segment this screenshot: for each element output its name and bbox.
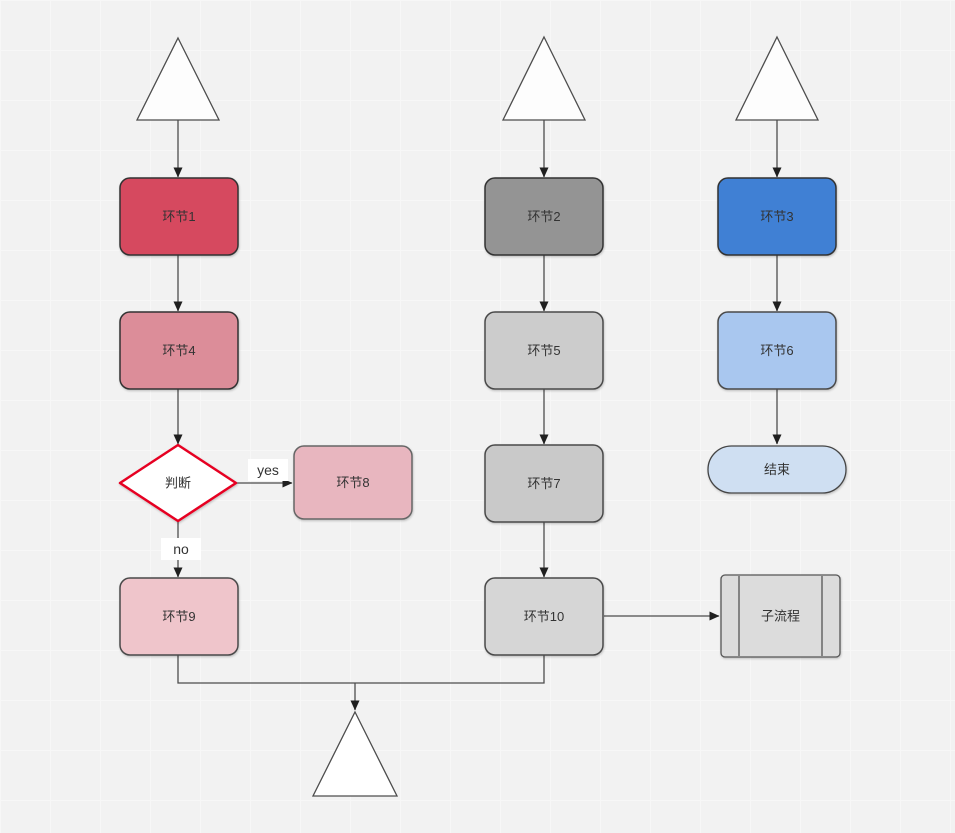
- edge-label-e-decision-step8: yes: [257, 462, 279, 478]
- node-start-3[interactable]: [734, 35, 820, 121]
- edge-label-bg: [248, 459, 288, 481]
- node-label-step-8: 环节8: [336, 475, 369, 490]
- node-label-step-5: 环节5: [527, 343, 560, 358]
- node-step-5[interactable]: 环节5: [484, 311, 604, 390]
- edge-e-decision-step8: yes: [236, 459, 293, 488]
- edge-e-join-bottom: [177, 655, 545, 684]
- node-label-step-7: 环节7: [527, 476, 560, 491]
- node-subprocess[interactable]: 子流程: [720, 574, 841, 658]
- node-step-4[interactable]: 环节4: [119, 311, 239, 390]
- node-end-triangle[interactable]: [311, 710, 399, 797]
- node-step-8[interactable]: 环节8: [293, 445, 413, 520]
- edge-label-bg: [161, 538, 201, 560]
- node-step-7[interactable]: 环节7: [484, 444, 604, 523]
- node-label-step-6: 环节6: [760, 343, 793, 358]
- node-end-stadium[interactable]: 结束: [707, 445, 847, 494]
- node-start-1[interactable]: [135, 36, 221, 121]
- node-start-2[interactable]: [501, 35, 587, 121]
- node-decision[interactable]: 判断: [118, 443, 238, 523]
- node-label-step-9: 环节9: [162, 609, 195, 624]
- node-step-2[interactable]: 环节2: [484, 177, 604, 256]
- node-label-step-4: 环节4: [162, 343, 195, 358]
- node-step-1[interactable]: 环节1: [119, 177, 239, 256]
- node-label-step-10: 环节10: [524, 609, 564, 624]
- node-step-3[interactable]: 环节3: [717, 177, 837, 256]
- node-label-end-stadium: 结束: [764, 462, 790, 477]
- node-label-step-2: 环节2: [527, 209, 560, 224]
- node-label-step-3: 环节3: [760, 209, 793, 224]
- node-label-decision: 判断: [165, 476, 191, 491]
- edge-label-e-decision-step9: no: [173, 541, 189, 557]
- node-step-9[interactable]: 环节9: [119, 577, 239, 656]
- node-step-6[interactable]: 环节6: [717, 311, 837, 390]
- node-label-subprocess: 子流程: [761, 609, 800, 624]
- node-step-10[interactable]: 环节10: [484, 577, 604, 656]
- node-label-step-1: 环节1: [162, 209, 195, 224]
- edge-e-decision-step9: no: [161, 521, 201, 578]
